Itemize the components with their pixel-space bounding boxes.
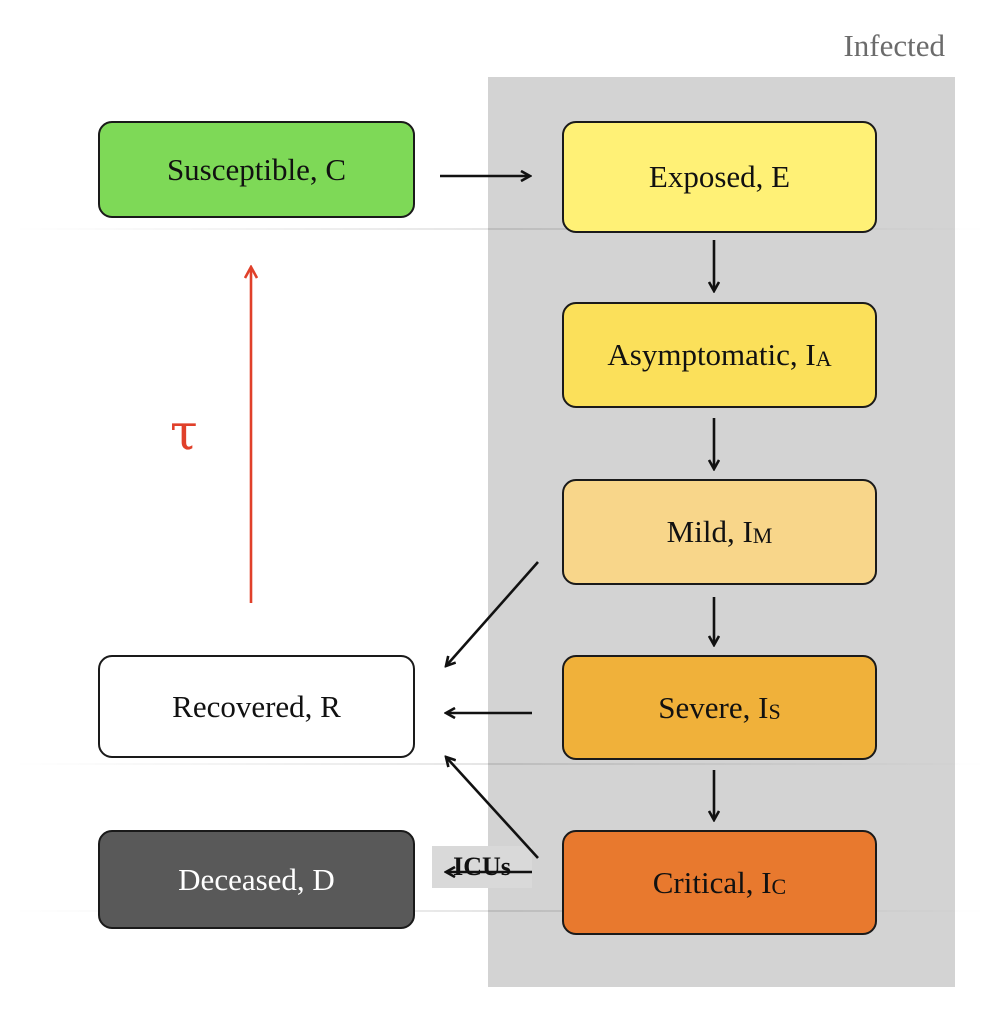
node-susceptible-label: Susceptible, C (166, 151, 347, 187)
node-asymptomatic-subscript: A (815, 346, 832, 371)
row-shadow (10, 228, 990, 230)
node-susceptible: Susceptible, C (98, 121, 415, 218)
node-exposed-label: Exposed, E (648, 159, 791, 194)
arrow-mild-to-recovered (446, 561, 539, 666)
node-recovered-label: Recovered, R (172, 688, 341, 724)
node-deceased-label: Deceased, D (178, 861, 335, 897)
row-shadow (10, 910, 990, 912)
node-severe-label: Severe, I (658, 689, 769, 725)
node-critical-subscript: C (771, 873, 787, 899)
node-deceased: Deceased, D (98, 830, 415, 929)
node-severe-subscript: S (768, 698, 781, 724)
node-recovered: Recovered, R (98, 655, 415, 758)
node-exposed: Exposed, E (562, 121, 877, 233)
node-mild-label: Mild, I (666, 514, 753, 549)
infected-group-label: Infected (843, 28, 945, 63)
node-critical-label: Critical, I (652, 864, 772, 900)
node-asymptomatic-label: Asymptomatic, I (607, 337, 816, 372)
row-shadow (10, 763, 990, 765)
node-mild-subscript: M (752, 523, 773, 548)
arrow-critical-to-recovered (446, 757, 539, 859)
tau-label: τ (170, 403, 198, 461)
